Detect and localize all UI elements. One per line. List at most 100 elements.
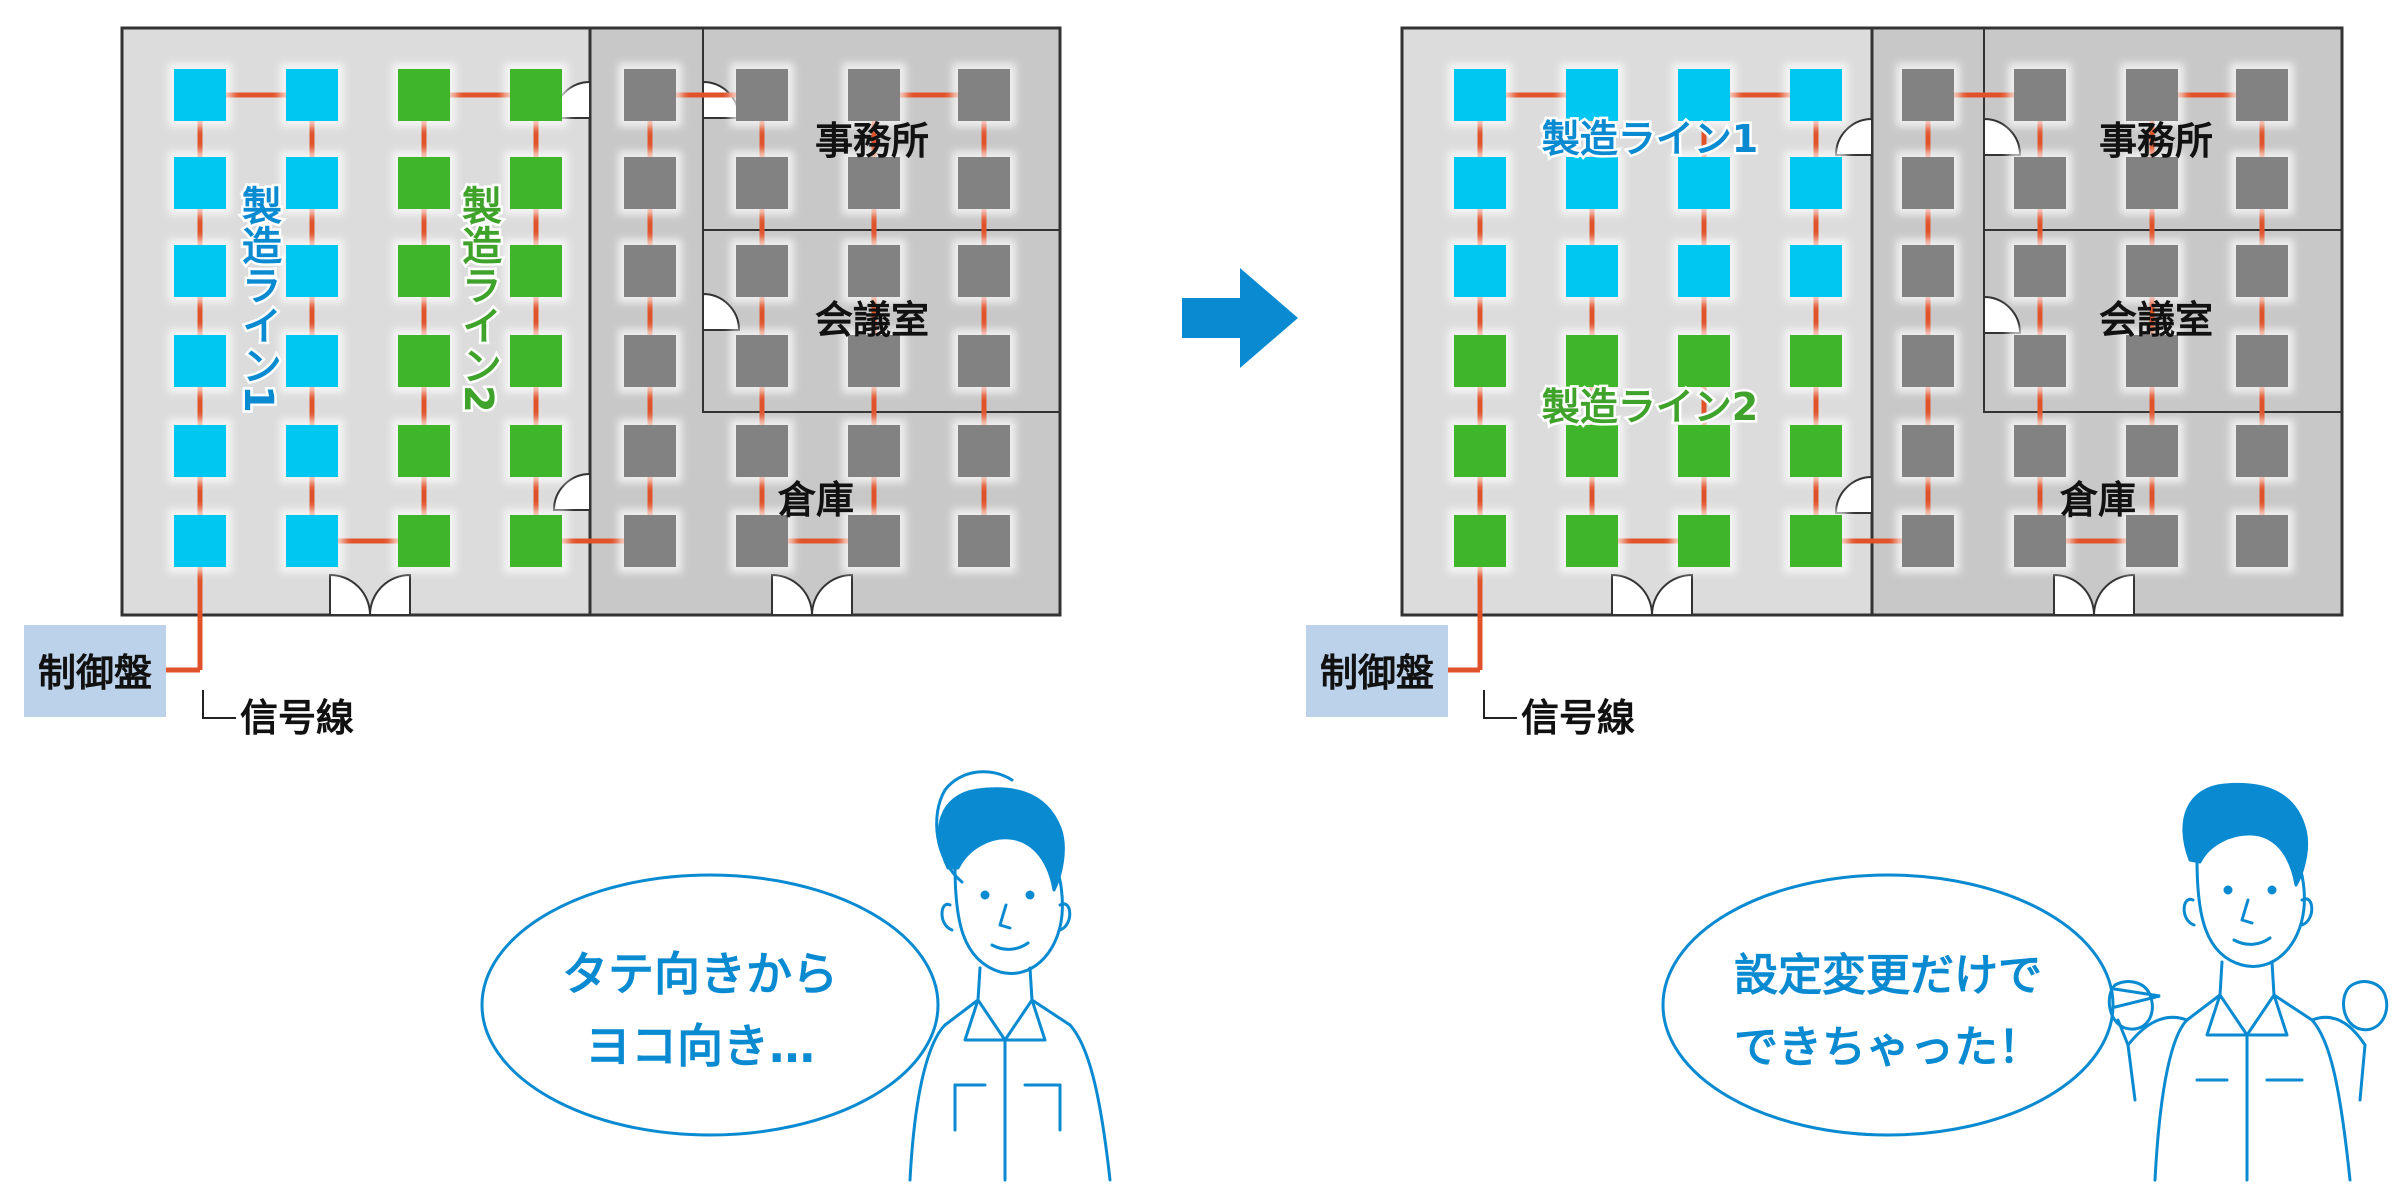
before-line2-label: 製造ライン2	[455, 185, 502, 413]
lighting-node	[510, 425, 562, 477]
lighting-node	[2126, 69, 2178, 121]
before-control-panel	[24, 625, 166, 717]
lighting-node	[1902, 425, 1954, 477]
lighting-node	[510, 515, 562, 567]
lighting-node	[1454, 245, 1506, 297]
lighting-node	[736, 515, 788, 567]
lighting-node	[848, 245, 900, 297]
lighting-node	[1902, 515, 1954, 567]
lighting-node	[2126, 425, 2178, 477]
lighting-node	[848, 335, 900, 387]
before-signal-label: 信号線	[240, 696, 354, 740]
lighting-node	[2236, 245, 2288, 297]
lighting-node	[1566, 69, 1618, 121]
lighting-node	[958, 69, 1010, 121]
lighting-node	[174, 335, 226, 387]
lighting-node	[2236, 425, 2288, 477]
lighting-node	[1678, 515, 1730, 567]
after-speech-line1: 設定変更だけで	[1734, 950, 2042, 1001]
lighting-node	[736, 335, 788, 387]
before-room-office: 事務所	[815, 119, 929, 163]
before-room-warehouse: 倉庫	[777, 478, 854, 522]
lighting-node	[1566, 425, 1618, 477]
arrow-right-icon	[1182, 268, 1298, 368]
lighting-node	[1902, 245, 1954, 297]
lighting-node	[1790, 335, 1842, 387]
lighting-node	[958, 245, 1010, 297]
after-floor-plan: 制御盤 信号線 事務所 会議室 倉庫 製造ライン1 製造ライン2	[1306, 26, 2344, 740]
lighting-node	[2236, 515, 2288, 567]
after-lighting-nodes	[1448, 63, 2294, 573]
lighting-node	[286, 69, 338, 121]
after-control-panel	[1306, 625, 1448, 717]
lighting-node	[2014, 69, 2066, 121]
lighting-node	[736, 69, 788, 121]
after-door-icons	[1611, 117, 2135, 616]
lighting-node	[2236, 69, 2288, 121]
after-speech-line2: できちゃった！	[1734, 1022, 2042, 1073]
lighting-node	[736, 425, 788, 477]
before-speech-bubble: タテ向きから ヨコ向き…	[480, 873, 940, 1137]
before-room-walls	[702, 28, 1060, 413]
lighting-node	[958, 425, 1010, 477]
lighting-node	[398, 425, 450, 477]
lighting-node	[958, 515, 1010, 567]
lighting-node	[398, 69, 450, 121]
lighting-node	[1790, 157, 1842, 209]
lighting-node	[174, 157, 226, 209]
lighting-node	[624, 245, 676, 297]
lighting-node	[958, 335, 1010, 387]
lighting-node	[174, 69, 226, 121]
lighting-node	[848, 425, 900, 477]
lighting-node	[2014, 425, 2066, 477]
lighting-node	[1902, 335, 1954, 387]
lighting-node	[2014, 335, 2066, 387]
lighting-node	[1678, 425, 1730, 477]
before-worker-illustration	[908, 770, 1112, 1182]
lighting-node	[510, 335, 562, 387]
lighting-node	[174, 425, 226, 477]
before-line1-label: 製造ライン1	[235, 185, 282, 413]
lighting-node	[510, 157, 562, 209]
before-lighting-nodes	[168, 63, 1016, 573]
lighting-node	[2126, 515, 2178, 567]
lighting-node	[1902, 69, 1954, 121]
before-control-panel-label: 制御盤	[38, 651, 152, 695]
lighting-node	[286, 425, 338, 477]
after-line1-label: 製造ライン1	[1542, 117, 1758, 161]
lighting-node	[510, 69, 562, 121]
before-speech-line1: タテ向きから	[562, 947, 838, 1001]
after-room-office: 事務所	[2099, 119, 2213, 163]
lighting-node	[736, 157, 788, 209]
lighting-node	[398, 245, 450, 297]
lighting-node	[510, 245, 562, 297]
lighting-node	[1454, 515, 1506, 567]
lighting-node	[1566, 245, 1618, 297]
lighting-node	[1678, 157, 1730, 209]
lighting-node	[624, 157, 676, 209]
lighting-node	[1678, 69, 1730, 121]
lighting-node	[174, 515, 226, 567]
after-room-meeting: 会議室	[2099, 298, 2213, 342]
lighting-node	[286, 515, 338, 567]
lighting-node	[1902, 157, 1954, 209]
lighting-node	[736, 245, 788, 297]
after-signal-label: 信号線	[1521, 696, 1635, 740]
lighting-node	[398, 335, 450, 387]
after-speech-bubble: 設定変更だけで できちゃった！	[1661, 873, 2161, 1137]
lighting-node	[624, 515, 676, 567]
after-worker-illustration	[2107, 782, 2389, 1182]
lighting-node	[1454, 157, 1506, 209]
lighting-node	[1678, 245, 1730, 297]
lighting-node	[286, 157, 338, 209]
lighting-node	[1790, 425, 1842, 477]
worker-hair	[2182, 782, 2309, 887]
lighting-node	[848, 515, 900, 567]
lighting-node	[624, 425, 676, 477]
worker-hair	[937, 787, 1065, 892]
after-room-warehouse: 倉庫	[2059, 478, 2136, 522]
after-line2-label: 製造ライン2	[1542, 385, 1758, 429]
lighting-node	[2126, 157, 2178, 209]
lighting-node	[286, 335, 338, 387]
lighting-node	[1566, 515, 1618, 567]
